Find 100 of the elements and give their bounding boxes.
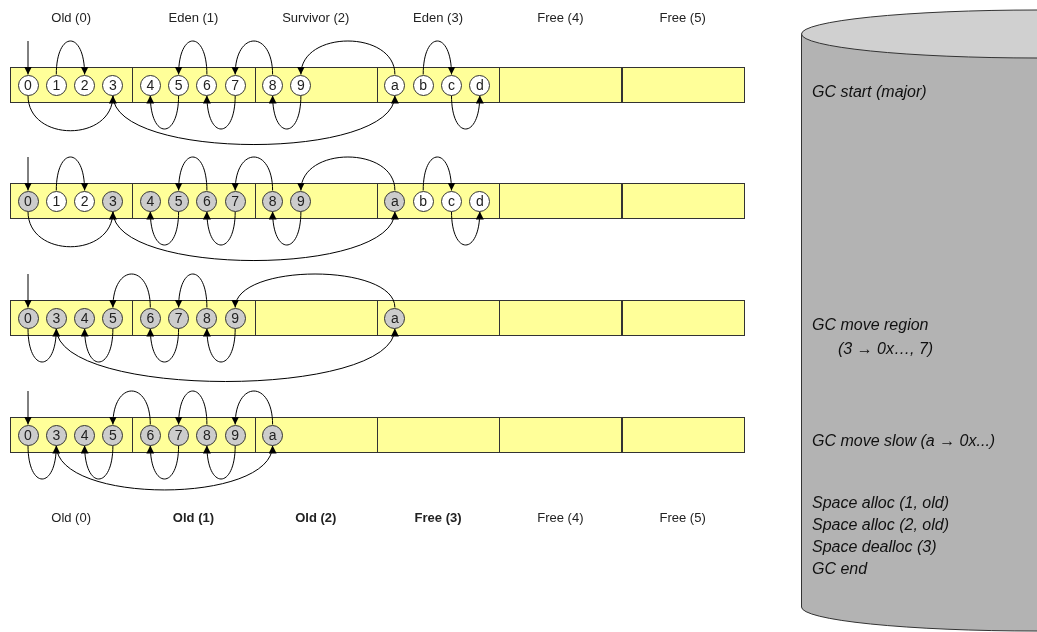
object-circle: 6 [196,190,218,212]
object-circle: 9 [224,307,246,329]
object-circle: 3 [102,74,124,96]
log-entry: GC end [812,559,868,579]
memory-region [132,67,256,103]
memory-region [376,67,501,103]
arrow [81,445,114,480]
object-circle: 5 [168,74,190,96]
arrow [112,95,396,146]
arrow [203,445,236,480]
object-circle: 0 [17,190,39,212]
object-circle: d [469,74,491,96]
arrow [298,156,396,191]
memory-region [621,67,745,103]
memory-region [132,300,256,336]
memory-region [499,67,623,103]
log-entry: GC move slow (a → 0x...) [812,431,996,451]
memory-region [132,183,256,219]
memory-region [376,417,501,453]
memory-region [10,67,134,103]
arrow [146,95,180,130]
arrow [203,211,236,246]
arrow [24,273,32,308]
arrow [231,40,274,75]
arrow [233,273,396,308]
memory-region [499,417,623,453]
object-circle: 5 [168,190,190,212]
object-circle: b [412,74,434,96]
object-circle: 9 [290,74,312,96]
log-entry: GC start (major) [812,82,927,102]
log-entry: Space alloc (2, old) [812,515,949,535]
arrow [146,445,180,480]
region-label: Old (2) [295,510,337,525]
object-circle: c [441,74,462,96]
arrow [231,390,274,425]
arrow [27,95,116,132]
arrow [146,211,180,246]
arrow [298,40,396,75]
object-circle: a [384,190,406,212]
arrow [81,328,114,363]
object-circle: 2 [74,74,96,96]
memory-region [254,183,378,219]
region-label: Eden (3) [413,10,463,25]
arrow [24,390,32,425]
arrow [269,95,302,130]
arrow [55,328,396,382]
object-circle: 4 [74,424,96,446]
object-circle: 8 [262,190,284,212]
arrow [27,328,60,363]
memory-region [621,300,745,336]
arrow [203,95,236,130]
region-label: Survivor (2) [282,10,350,25]
memory-region [376,183,501,219]
object-circle: 8 [196,307,218,329]
object-circle: 1 [45,74,67,96]
region-label: Old (0) [51,510,91,525]
object-circle: 7 [224,190,246,212]
arrow [55,156,89,191]
object-circle: 4 [74,307,96,329]
memory-region [254,67,378,103]
arrow [112,211,396,262]
object-circle: 5 [102,424,124,446]
arrow [109,390,151,425]
object-circle: 0 [17,307,39,329]
region-label: Eden (1) [168,10,219,25]
memory-region [10,417,134,453]
memory-region [10,183,134,219]
object-circle: 9 [224,424,246,446]
memory-region [254,417,378,453]
memory-region [621,183,745,219]
object-circle: 4 [139,74,161,96]
log-entry: GC move region (3 → 0x…, 7) [812,315,935,359]
object-circle: 0 [17,424,39,446]
memory-region [10,300,134,336]
object-circle: 3 [45,424,67,446]
region-label: Free (5) [659,10,706,25]
arrow [451,211,484,246]
arrow [175,40,208,75]
object-circle: 6 [139,307,161,329]
object-circle: 8 [262,74,284,96]
region-label: Free (4) [537,10,584,25]
arrow [24,156,32,191]
arrow [27,445,60,480]
arrow [55,40,89,75]
object-circle: 7 [168,424,190,446]
arrow [422,40,456,75]
log-entry: Space alloc (1, old) [812,493,949,513]
arrow [175,390,208,425]
arrow [27,211,116,248]
region-label: Old (1) [172,510,214,525]
object-circle: 0 [17,74,39,96]
arrow [422,156,456,191]
object-circle: 2 [74,190,96,212]
arrow [146,328,180,363]
object-circle: d [469,190,491,212]
region-label: Old (0) [51,10,91,25]
arrow [55,445,274,491]
arrow [109,273,151,308]
memory-region [376,300,501,336]
memory-region [254,300,378,336]
